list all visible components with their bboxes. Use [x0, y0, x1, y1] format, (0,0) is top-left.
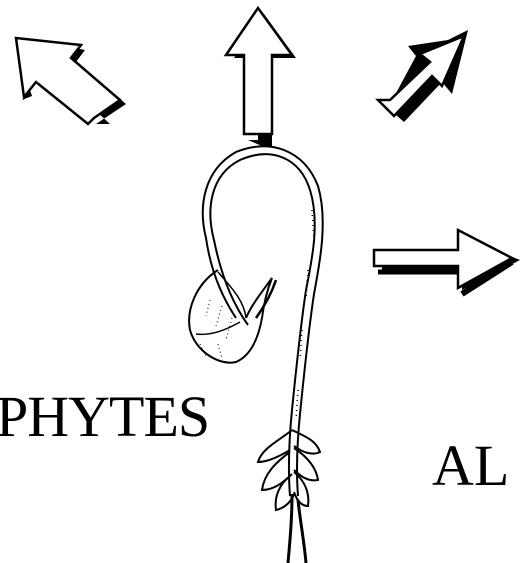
arrow-right	[374, 230, 520, 294]
arrow-up-left	[16, 38, 126, 124]
arrow-up-right	[378, 30, 468, 122]
seedling-icon	[189, 146, 323, 563]
label-phytes: PHYTES	[0, 388, 209, 446]
arrow-up	[226, 8, 296, 146]
label-al: AL	[432, 437, 509, 495]
